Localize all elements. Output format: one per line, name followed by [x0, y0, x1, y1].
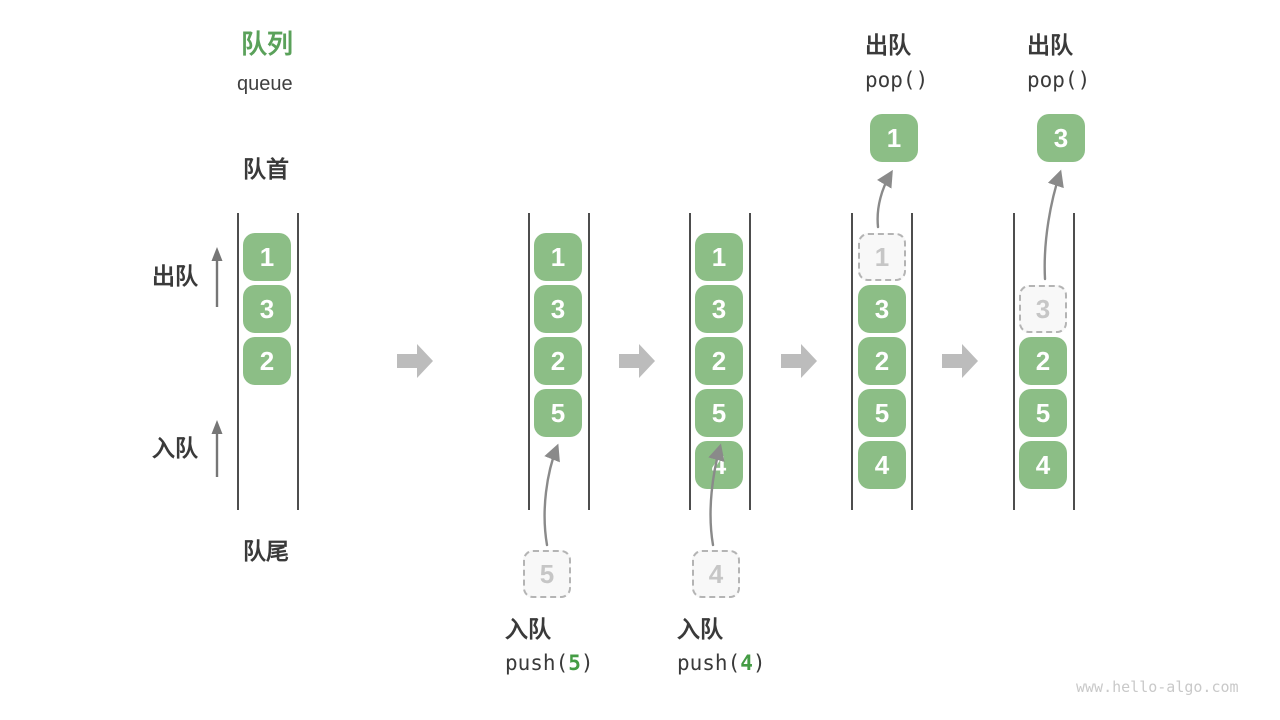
queue-element: 4: [695, 441, 743, 489]
removed-element-ghost: 1: [858, 233, 906, 281]
queue-wall: [588, 213, 590, 510]
push-arrow-icon: [543, 443, 560, 547]
watermark: www.hello-algo.com: [1076, 678, 1239, 696]
code-fn: push(: [677, 651, 741, 675]
page-subtitle: queue: [237, 73, 293, 95]
queue-wall: [851, 213, 853, 510]
queue-wall: [297, 213, 299, 510]
popped-element: 3: [1037, 114, 1085, 162]
queue-element: 4: [858, 441, 906, 489]
pop-operation-title: 出队: [1027, 32, 1073, 58]
queue-element: 3: [243, 285, 291, 333]
queue-element: 4: [1019, 441, 1067, 489]
code-close: ): [580, 651, 594, 675]
queue-element: 5: [695, 389, 743, 437]
right-block-arrow-icon: [619, 344, 655, 378]
pop-arrow-icon: [1043, 169, 1064, 281]
queue-wall: [1013, 213, 1015, 510]
code-fn: push(: [505, 651, 569, 675]
label-enqueue-side: 入队: [152, 435, 198, 461]
right-block-arrow-icon: [397, 344, 433, 378]
right-block-arrow-icon: [781, 344, 817, 378]
page-title: 队列: [241, 29, 294, 59]
push-operation-title: 入队: [677, 616, 723, 642]
queue-element: 2: [695, 337, 743, 385]
queue-wall: [1073, 213, 1075, 510]
up-arrow-icon: [211, 420, 223, 477]
queue-element: 5: [858, 389, 906, 437]
queue-element: 2: [858, 337, 906, 385]
up-arrow-icon: [211, 247, 223, 307]
queue-element: 3: [858, 285, 906, 333]
label-queue-front: 队首: [243, 156, 289, 182]
queue-wall: [911, 213, 913, 510]
label-queue-rear: 队尾: [243, 538, 289, 564]
queue-element: 2: [243, 337, 291, 385]
popped-element: 1: [870, 114, 918, 162]
removed-element-ghost: 3: [1019, 285, 1067, 333]
pop-operation-title: 出队: [865, 32, 911, 58]
queue-element: 1: [695, 233, 743, 281]
queue-element: 1: [534, 233, 582, 281]
queue-wall: [749, 213, 751, 510]
queue-element: 2: [534, 337, 582, 385]
push-operation-code: push(5): [505, 651, 594, 675]
code-close: ): [752, 651, 766, 675]
pop-operation-code: pop(): [1027, 68, 1091, 92]
pop-operation-code: pop(): [865, 68, 929, 92]
queue-wall: [237, 213, 239, 510]
push-operation-code: push(4): [677, 651, 766, 675]
code-arg: 4: [740, 651, 753, 675]
queue-element: 2: [1019, 337, 1067, 385]
code-arg: 5: [568, 651, 581, 675]
incoming-element-ghost: 5: [523, 550, 571, 598]
queue-element: 5: [1019, 389, 1067, 437]
queue-element: 3: [695, 285, 743, 333]
right-block-arrow-icon: [942, 344, 978, 378]
queue-wall: [528, 213, 530, 510]
queue-element: 3: [534, 285, 582, 333]
queue-element: 1: [243, 233, 291, 281]
incoming-element-ghost: 4: [692, 550, 740, 598]
label-dequeue-side: 出队: [152, 263, 198, 289]
queue-wall: [689, 213, 691, 510]
push-operation-title: 入队: [505, 616, 551, 642]
queue-element: 5: [534, 389, 582, 437]
pop-arrow-icon: [876, 169, 893, 229]
